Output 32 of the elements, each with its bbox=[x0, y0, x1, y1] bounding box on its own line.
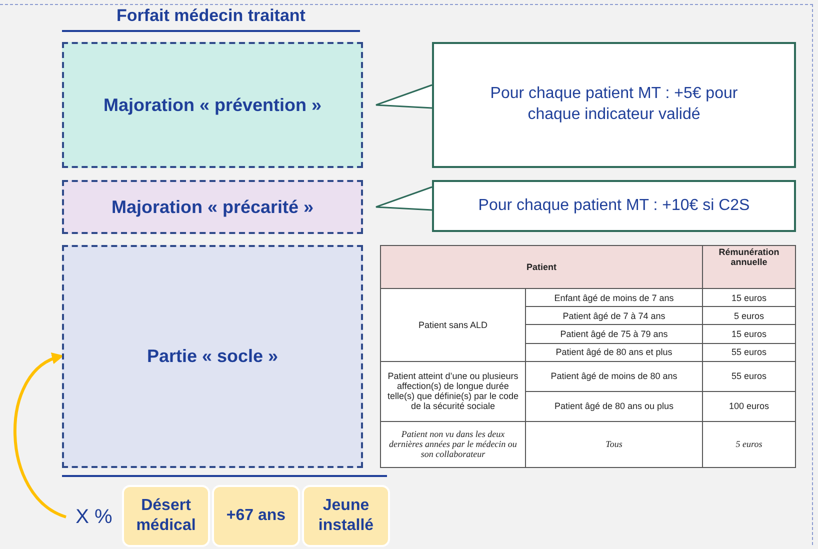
callout-box: Pour chaque patient MT : +5€ pour chaque indicateur validé bbox=[432, 42, 796, 168]
criterion-tag: +67 ans bbox=[212, 485, 300, 547]
criterion-tag: Jeune installé bbox=[302, 485, 390, 547]
table-cell: Rémunération annuelle bbox=[702, 246, 796, 288]
table-cell: Patient âgé de moins de 80 ans bbox=[526, 361, 702, 392]
table-cell: 55 euros bbox=[702, 343, 796, 362]
table-cell: Enfant âgé de moins de 7 ans bbox=[526, 288, 702, 307]
table-cell: Tous bbox=[526, 421, 702, 468]
curved-arrow bbox=[14, 354, 67, 518]
criterion-tag: Désert médical bbox=[122, 485, 210, 547]
table-cell: 100 euros bbox=[702, 391, 796, 422]
table-cell: Patient âgé de 80 ans et plus bbox=[526, 343, 702, 362]
process-box: Partie « socle » bbox=[62, 245, 363, 468]
percent-label: X % bbox=[68, 500, 120, 534]
table-cell: Patient non vu dans les deux dernières années par le médecin ou son collaborateur bbox=[380, 421, 526, 468]
title: Forfait médecin traitant bbox=[116, 6, 306, 26]
table-cell: Patient âgé de 80 ans ou plus bbox=[526, 391, 702, 422]
table-cell: Patient âgé de 7 à 74 ans bbox=[526, 306, 702, 325]
table-cell: 5 euros bbox=[702, 421, 796, 468]
table-cell: Patient atteint d’une ou plusieurs affection(s) de longue durée telle(s) que définie(s) par le code de la sécurité sociale bbox=[380, 361, 526, 422]
callout-box: Pour chaque patient MT : +10€ si C2S bbox=[432, 180, 796, 232]
callout-tail bbox=[375, 84, 433, 109]
process-box: Majoration « précarité » bbox=[62, 180, 363, 234]
table-cell: Patient sans ALD bbox=[380, 288, 526, 362]
process-box: Majoration « prévention » bbox=[62, 42, 363, 168]
table-cell: 15 euros bbox=[702, 324, 796, 344]
callout-tail bbox=[375, 186, 433, 211]
table-cell: 15 euros bbox=[702, 288, 796, 307]
table-cell: Patient âgé de 75 à 79 ans bbox=[526, 324, 702, 344]
table-cell: 5 euros bbox=[702, 306, 796, 325]
table-cell: Patient bbox=[380, 246, 702, 288]
table-cell: 55 euros bbox=[702, 361, 796, 392]
